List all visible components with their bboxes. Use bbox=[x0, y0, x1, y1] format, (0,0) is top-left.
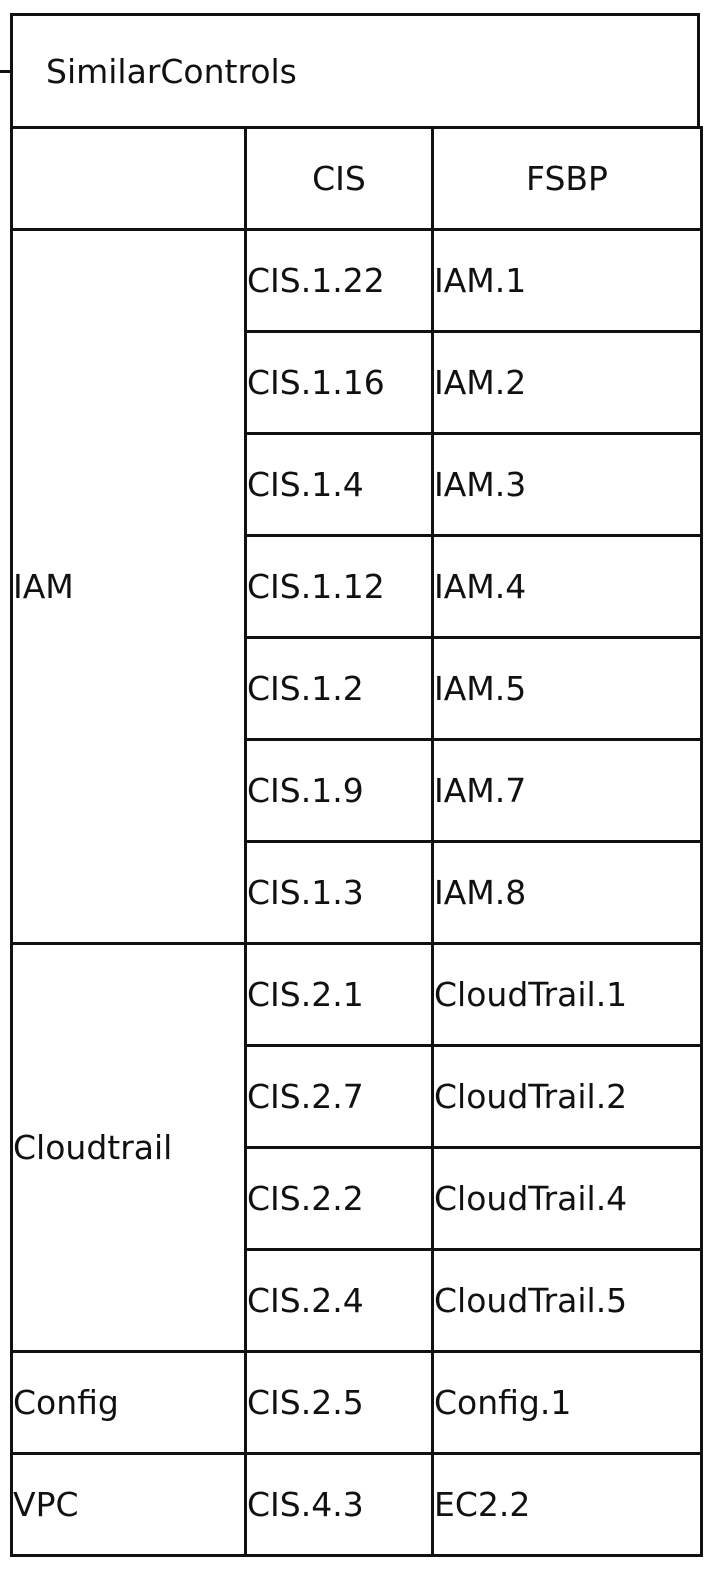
similar-controls-table: CIS FSBP IAM CIS.1.22 IAM.1 CIS.1.16 IAM… bbox=[10, 126, 703, 1557]
table-row: CIS.1.3 IAM.8 bbox=[12, 840, 703, 945]
cis-cell: CIS.2.4 bbox=[244, 1248, 434, 1353]
table-row: CIS.2.7 CloudTrail.2 bbox=[12, 1044, 703, 1149]
cis-cell: CIS.1.16 bbox=[244, 330, 434, 435]
table-row: VPC CIS.4.3 EC2.2 bbox=[10, 1452, 703, 1557]
table-row: CIS.1.2 IAM.5 bbox=[12, 636, 703, 741]
table-row: CIS.1.4 IAM.3 bbox=[12, 432, 703, 537]
table-row: IAM CIS.1.22 IAM.1 bbox=[10, 228, 703, 945]
cis-cell: CIS.1.2 bbox=[244, 636, 434, 741]
cis-cell: CIS.1.22 bbox=[244, 228, 434, 333]
table-row: CIS.2.4 CloudTrail.5 bbox=[12, 1248, 703, 1353]
fsbp-cell: IAM.1 bbox=[431, 228, 703, 333]
header-fsbp: FSBP bbox=[431, 126, 703, 231]
fsbp-cell: IAM.2 bbox=[431, 330, 703, 435]
table-row: CIS.2.2 CloudTrail.4 bbox=[12, 1146, 703, 1251]
fsbp-cell: EC2.2 bbox=[431, 1452, 703, 1557]
category-cell-iam: IAM bbox=[10, 228, 247, 945]
cis-cell: CIS.2.7 bbox=[244, 1044, 434, 1149]
table-row: Config CIS.2.5 Config.1 bbox=[10, 1350, 703, 1455]
cis-cell: CIS.2.5 bbox=[244, 1350, 434, 1455]
fsbp-cell: IAM.4 bbox=[431, 534, 703, 639]
connector-line bbox=[0, 70, 12, 73]
cis-cell: CIS.1.3 bbox=[244, 840, 434, 945]
fsbp-cell: IAM.5 bbox=[431, 636, 703, 741]
fsbp-cell: IAM.3 bbox=[431, 432, 703, 537]
cis-cell: CIS.4.3 bbox=[244, 1452, 434, 1557]
cis-cell: CIS.1.12 bbox=[244, 534, 434, 639]
fsbp-cell: IAM.7 bbox=[431, 738, 703, 843]
cis-cell: CIS.2.2 bbox=[244, 1146, 434, 1251]
fsbp-cell: CloudTrail.1 bbox=[431, 942, 703, 1047]
table-row: Cloudtrail CIS.2.1 CloudTrail.1 bbox=[10, 942, 703, 1353]
table-row: CIS.1.16 IAM.2 bbox=[12, 330, 703, 435]
cis-cell: CIS.1.9 bbox=[244, 738, 434, 843]
header-category bbox=[10, 126, 247, 231]
fsbp-cell: CloudTrail.4 bbox=[431, 1146, 703, 1251]
fsbp-cell: CloudTrail.2 bbox=[431, 1044, 703, 1149]
cis-cell: CIS.1.4 bbox=[244, 432, 434, 537]
category-cell-config: Config bbox=[10, 1350, 247, 1455]
fsbp-cell: IAM.8 bbox=[431, 840, 703, 945]
header-cis: CIS bbox=[244, 126, 434, 231]
fsbp-cell: Config.1 bbox=[431, 1350, 703, 1455]
category-cell-cloudtrail: Cloudtrail bbox=[10, 942, 247, 1353]
table-row: CIS.1.12 IAM.4 bbox=[12, 534, 703, 639]
category-cell-vpc: VPC bbox=[10, 1452, 247, 1557]
table-title-text: SimilarControls bbox=[46, 51, 297, 91]
cis-cell: CIS.2.1 bbox=[244, 942, 434, 1047]
table-title: SimilarControls bbox=[10, 13, 700, 129]
table-row: CIS.1.9 IAM.7 bbox=[12, 738, 703, 843]
fsbp-cell: CloudTrail.5 bbox=[431, 1248, 703, 1353]
header-row: CIS FSBP bbox=[10, 126, 703, 231]
